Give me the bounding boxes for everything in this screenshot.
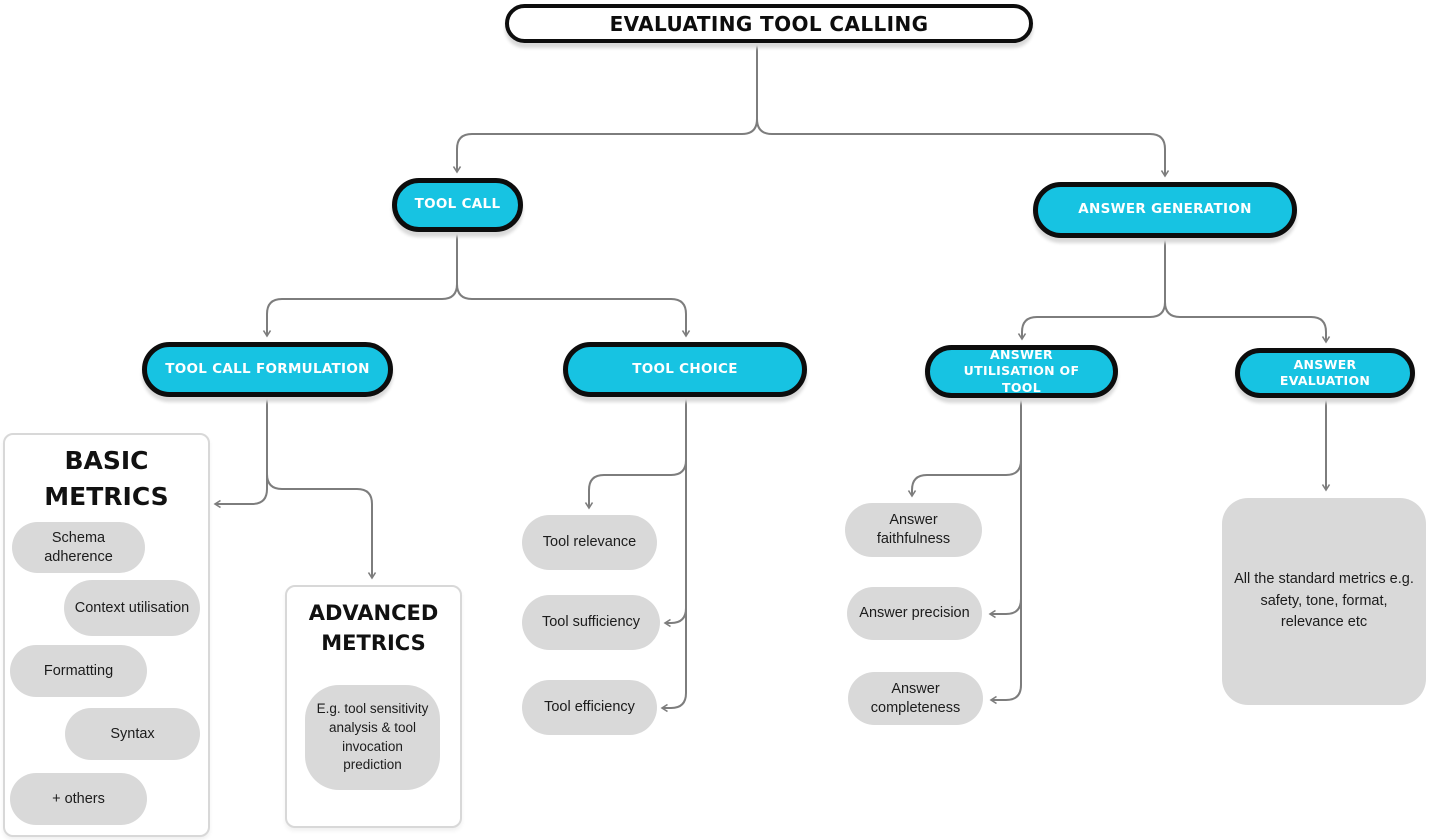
connector-utilisation-to-faithfulness xyxy=(907,397,1022,498)
connector-tool-choice-to-relevance xyxy=(584,397,687,510)
connector-root-to-tool-call xyxy=(452,43,758,174)
answer-evaluation-note-box: All the standard metrics e.g. safety, to… xyxy=(1222,498,1426,705)
connector-formulation-to-basic-metrics xyxy=(213,397,268,509)
metric-pill-tool-sufficiency: Tool sufficiency xyxy=(522,595,660,650)
connector-root-to-answer-generation xyxy=(756,43,1170,178)
connector-utilisation-to-completeness xyxy=(989,397,1022,705)
root-node-evaluating-tool-calling: EVALUATING TOOL CALLING xyxy=(505,4,1033,43)
connector-utilisation-to-precision xyxy=(988,397,1022,619)
connector-formulation-to-advanced-metrics xyxy=(266,397,377,580)
connector-answer-gen-to-utilisation xyxy=(1017,238,1166,341)
tool-call-node: TOOL CALL xyxy=(392,178,523,232)
metric-pill-others: + others xyxy=(10,773,147,825)
metric-pill-tool-efficiency: Tool efficiency xyxy=(522,680,657,735)
connector-tool-call-to-formulation xyxy=(262,232,458,338)
answer-evaluation-node: ANSWER EVALUATION xyxy=(1235,348,1415,398)
metric-pill-answer-completeness: Answer completeness xyxy=(848,672,983,725)
metric-pill-tool-relevance: Tool relevance xyxy=(522,515,657,570)
metric-pill-schema-adherence: Schema adherence xyxy=(12,522,145,573)
advanced-metrics-title: ADVANCED METRICS xyxy=(308,601,439,655)
metric-pill-context-utilisation: Context utilisation xyxy=(64,580,200,636)
basic-metrics-title: BASIC METRICS xyxy=(44,446,169,511)
connector-tool-choice-to-efficiency xyxy=(660,397,687,713)
tool-call-formulation-node: TOOL CALL FORMULATION xyxy=(142,342,393,397)
connector-answer-gen-to-evaluation xyxy=(1164,238,1331,344)
connector-tool-call-to-tool-choice xyxy=(456,232,691,338)
metric-pill-formatting: Formatting xyxy=(10,645,147,697)
metric-pill-answer-precision: Answer precision xyxy=(847,587,982,640)
answer-generation-node: ANSWER GENERATION xyxy=(1033,182,1297,238)
metric-pill-syntax: Syntax xyxy=(65,708,200,760)
answer-utilisation-of-tool-node: ANSWER UTILISATION OF TOOL xyxy=(925,345,1118,398)
metric-pill-answer-faithfulness: Answer faithfulness xyxy=(845,503,982,557)
connector-tool-choice-to-sufficiency xyxy=(663,397,687,628)
tool-choice-node: TOOL CHOICE xyxy=(563,342,807,397)
advanced-metrics-example-pill: E.g. tool sensitivity analysis & tool in… xyxy=(305,685,440,790)
